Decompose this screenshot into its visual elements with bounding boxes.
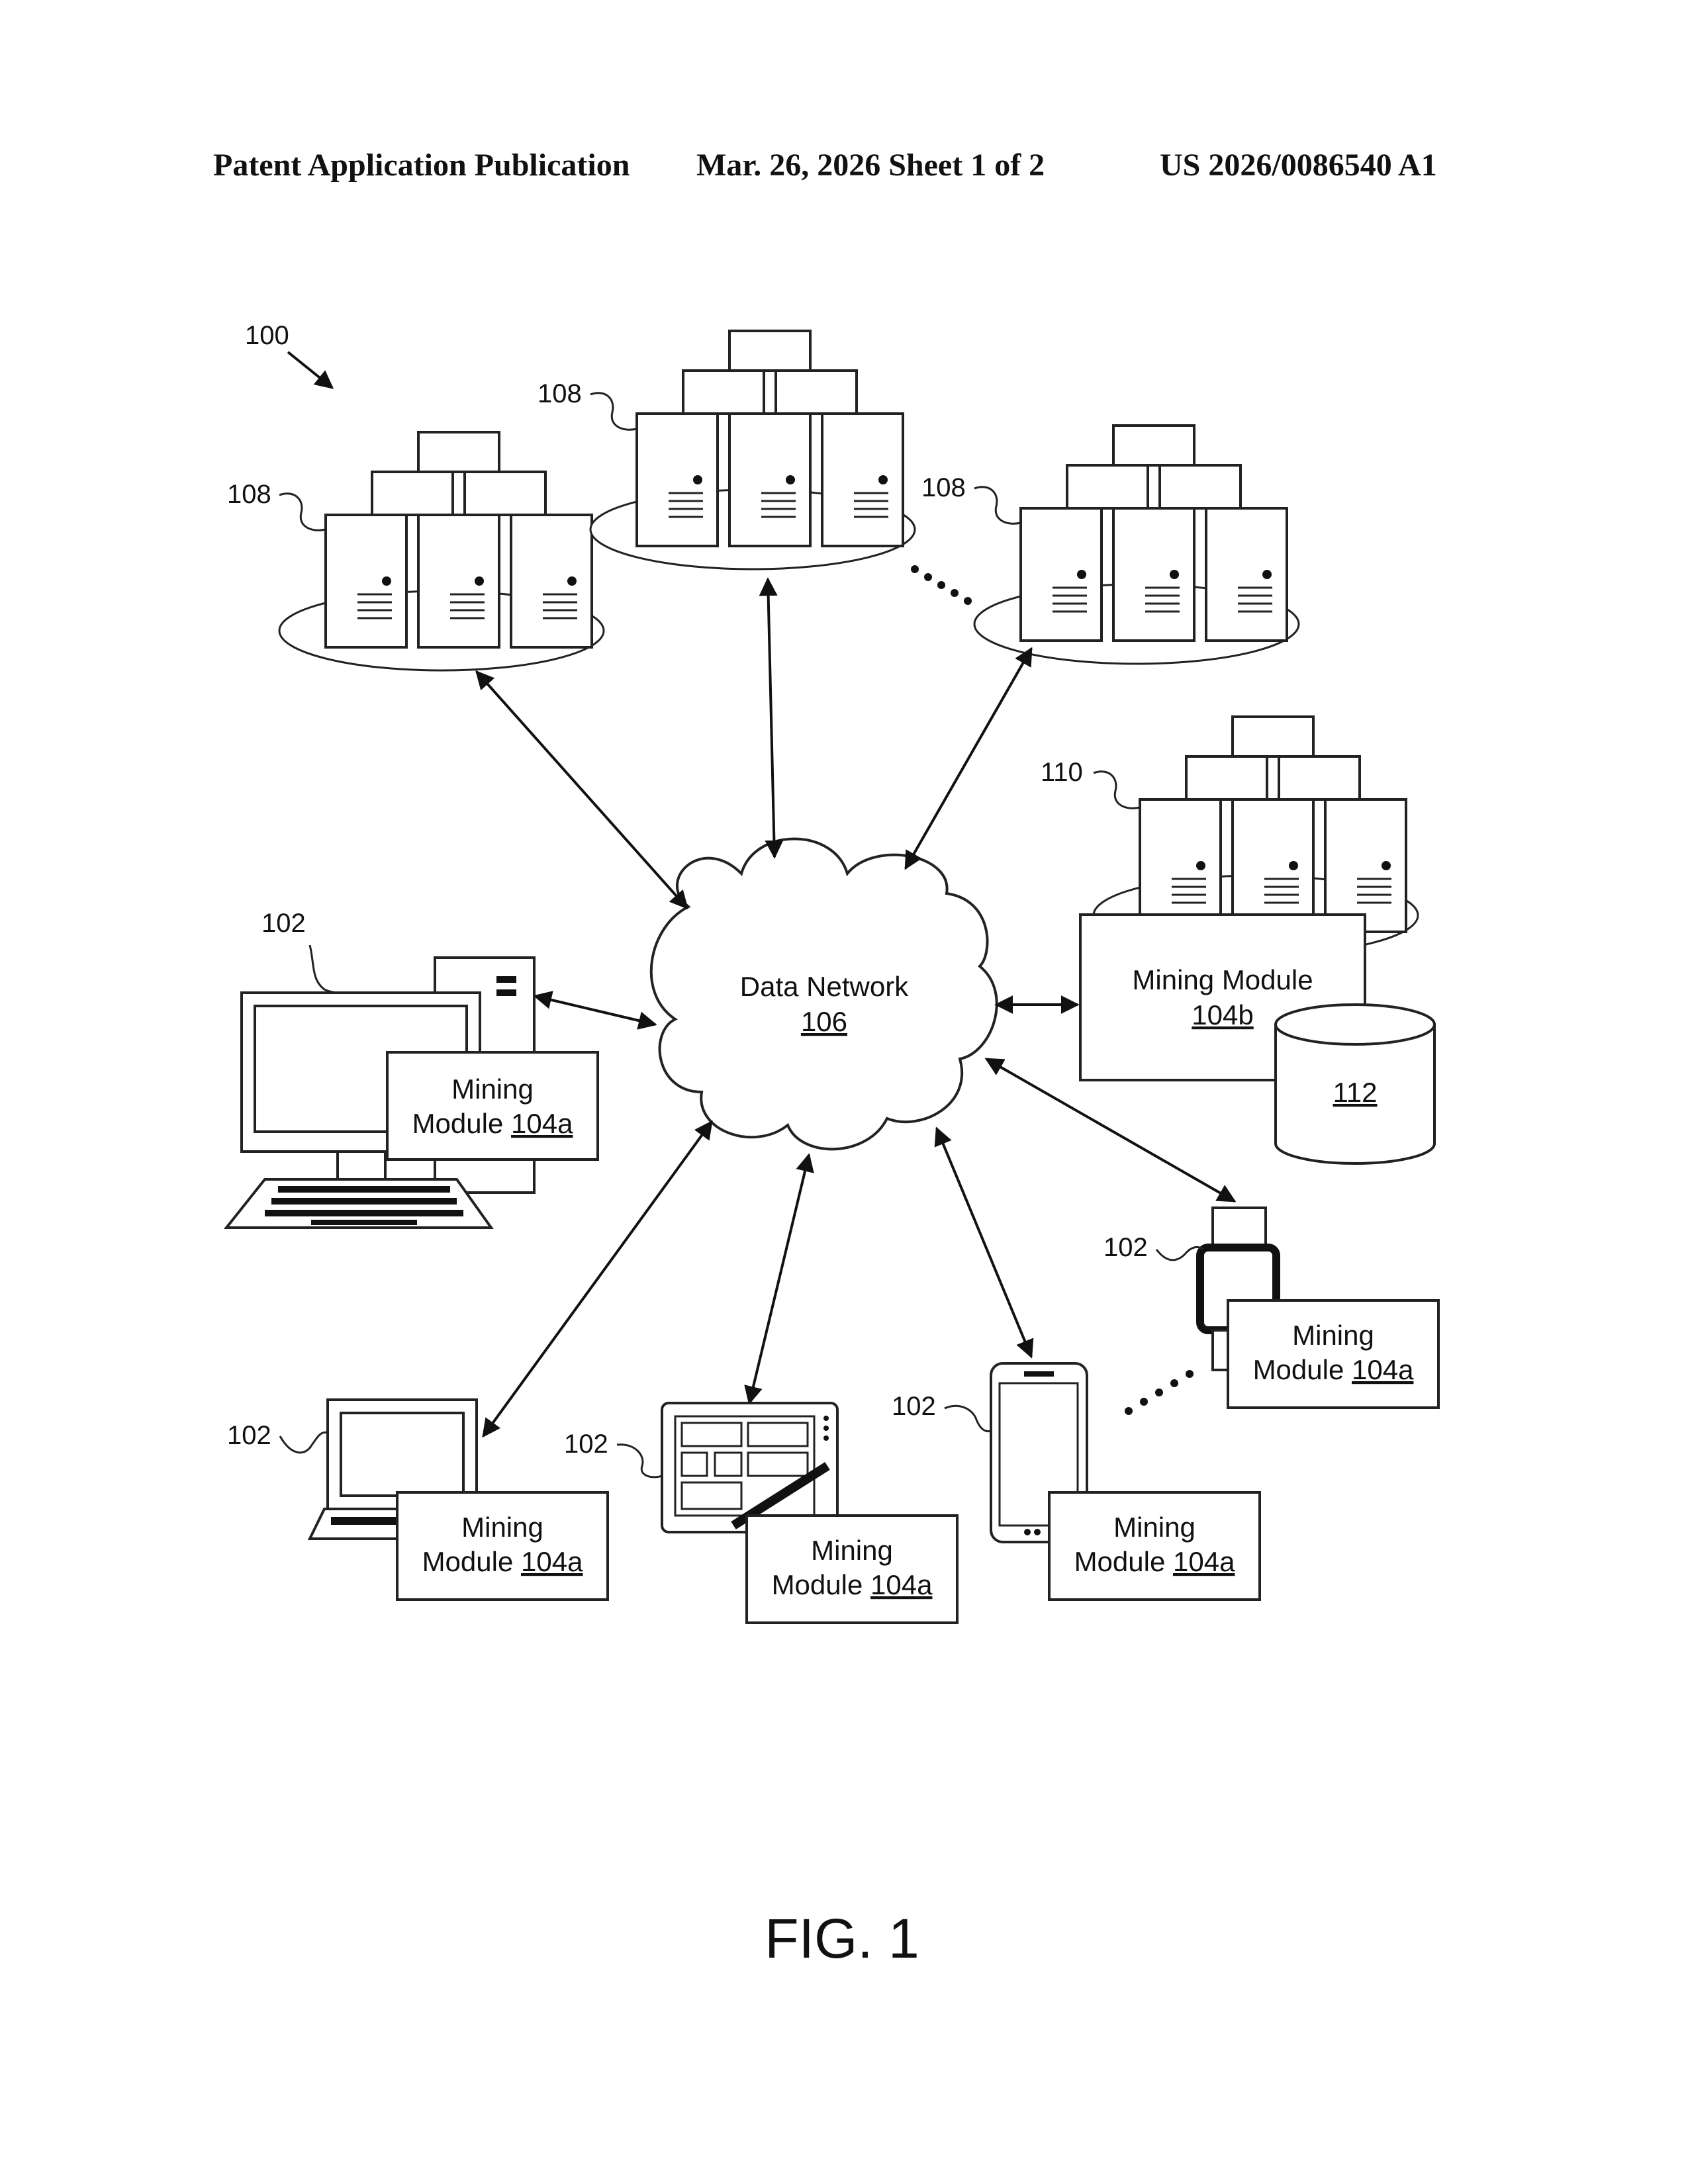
label-100: 100 <box>245 321 289 350</box>
server-cluster-left <box>279 432 604 670</box>
label-108-right: 108 <box>921 473 966 502</box>
label-110: 110 <box>1041 758 1083 787</box>
server-cluster-top <box>590 331 915 569</box>
svg-text:Module 104a: Module 104a <box>1253 1354 1415 1385</box>
database-112: 112 <box>1276 1005 1434 1163</box>
svg-text:Mining: Mining <box>451 1073 534 1105</box>
label-102-watch: 102 <box>1103 1233 1148 1262</box>
label-108-top: 108 <box>538 379 582 408</box>
ellipsis-devices <box>1125 1370 1194 1415</box>
svg-text:Mining Module: Mining Module <box>1132 964 1313 995</box>
svg-text:Data Network: Data Network <box>740 971 909 1002</box>
data-network-cloud: Data Network 106 <box>651 839 997 1150</box>
label-102-tablet: 102 <box>564 1430 608 1459</box>
svg-text:Mining: Mining <box>1113 1512 1196 1543</box>
mining-module-104a-tablet: Mining Module 104a <box>747 1516 957 1623</box>
svg-text:Mining: Mining <box>461 1512 543 1543</box>
svg-text:104b: 104b <box>1192 999 1253 1030</box>
server-cluster-right <box>974 426 1299 664</box>
mining-module-104a-laptop: Mining Module 104a <box>397 1492 608 1600</box>
label-102-laptop: 102 <box>227 1421 271 1450</box>
tablet <box>662 1403 837 1532</box>
label-108-left: 108 <box>227 480 271 509</box>
svg-text:112: 112 <box>1333 1077 1378 1108</box>
svg-text:Module 104a: Module 104a <box>422 1546 584 1577</box>
svg-text:Module 104a: Module 104a <box>1074 1546 1236 1577</box>
mining-module-104a-desktop: Mining Module 104a <box>387 1052 598 1160</box>
svg-text:Module 104a: Module 104a <box>772 1569 933 1600</box>
ellipsis-servers <box>911 565 972 605</box>
mining-module-104a-watch: Mining Module 104a <box>1228 1300 1438 1408</box>
svg-text:Mining: Mining <box>811 1535 893 1566</box>
svg-text:Module 104a: Module 104a <box>412 1108 574 1139</box>
svg-text:Mining: Mining <box>1292 1320 1374 1351</box>
mining-module-104a-phone: Mining Module 104a <box>1049 1492 1260 1600</box>
label-102-desktop: 102 <box>261 909 306 938</box>
arrow-100 <box>288 352 332 388</box>
svg-text:106: 106 <box>801 1006 847 1037</box>
label-102-phone: 102 <box>892 1392 936 1421</box>
figure-label: FIG. 1 <box>765 1907 919 1970</box>
